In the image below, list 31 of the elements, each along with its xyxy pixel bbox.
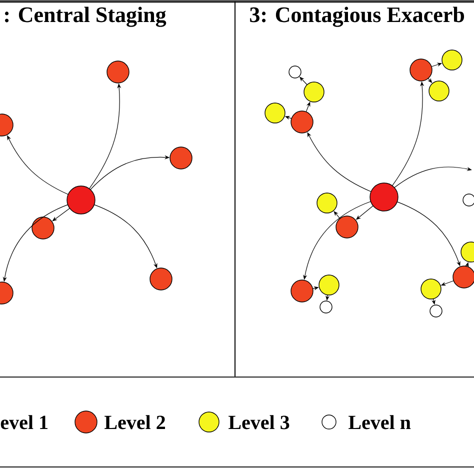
arrow — [394, 166, 472, 188]
panel-title: : Central Staging — [5, 6, 166, 27]
circle-node — [460, 242, 474, 262]
circle-node — [170, 146, 192, 170]
circle-node — [66, 186, 96, 214]
circle-node — [316, 192, 338, 214]
legend-label: Level 3 — [228, 415, 290, 430]
legend-label: evel 1 — [0, 415, 48, 430]
legend-label: Level n — [348, 415, 411, 430]
circle-node — [320, 300, 332, 314]
circle-node — [428, 80, 450, 102]
circle-node — [370, 182, 398, 212]
circle-node — [106, 60, 130, 84]
circle-node — [304, 82, 324, 102]
circle-node — [442, 50, 462, 70]
circle-node — [420, 278, 442, 300]
circle-node — [288, 66, 302, 78]
circle-node — [264, 102, 286, 124]
circle-node — [32, 216, 54, 240]
circle-node — [290, 280, 314, 302]
circle-node — [318, 274, 340, 296]
circle-node — [290, 110, 314, 134]
panel-title: 3: Contagious Exacerb — [250, 6, 464, 27]
circle-node — [150, 268, 172, 290]
circle-node — [336, 216, 358, 238]
arrow — [52, 208, 70, 222]
circle-node — [430, 304, 442, 318]
legend-label: Level 2 — [104, 415, 165, 430]
arrow — [307, 132, 372, 192]
circle-node — [452, 266, 474, 288]
circle-node — [410, 58, 432, 82]
